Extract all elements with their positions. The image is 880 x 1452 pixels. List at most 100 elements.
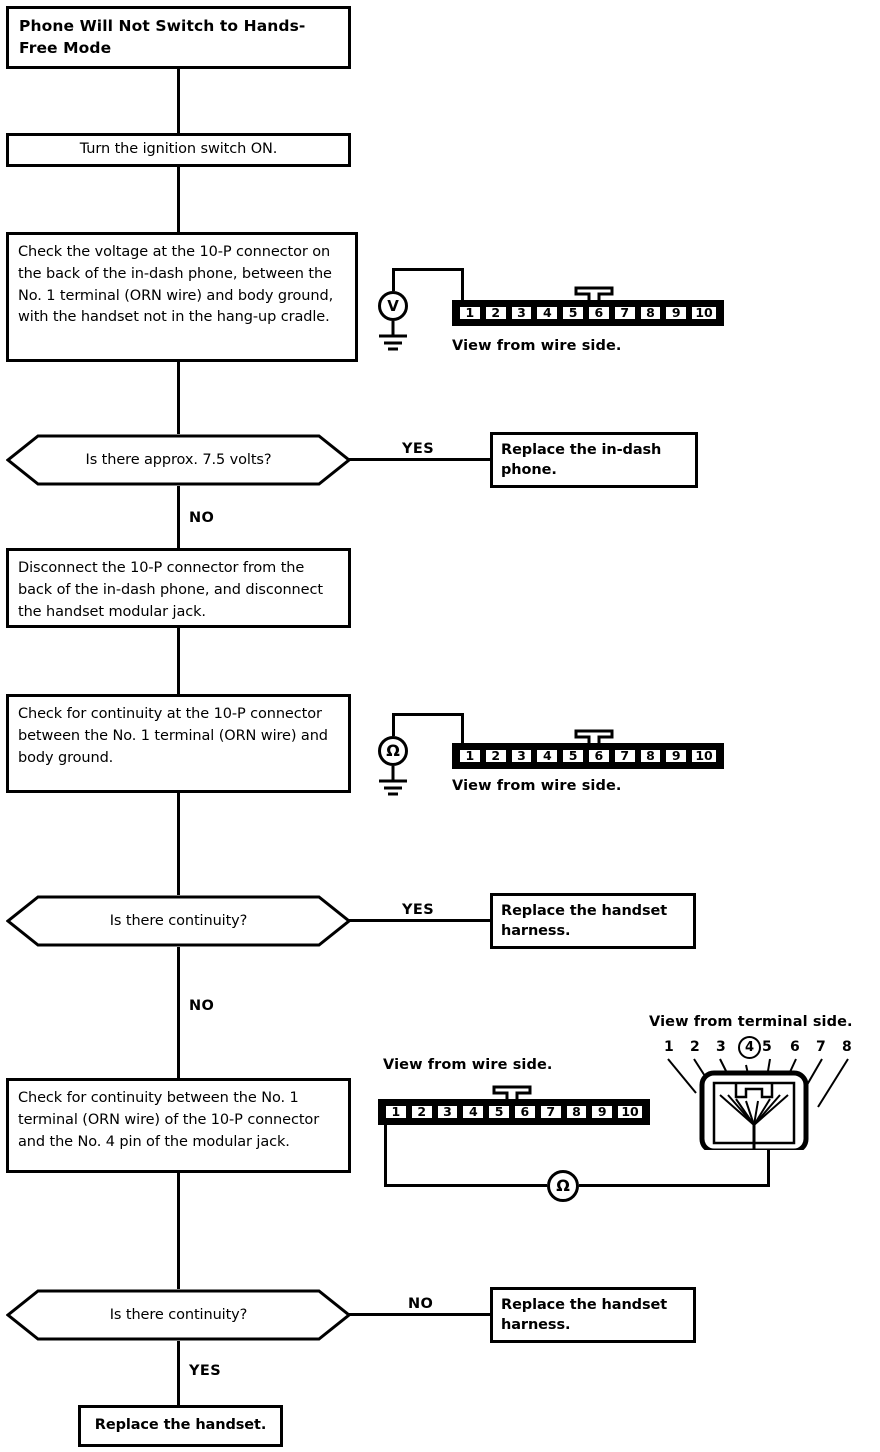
step-check-continuity-ground-box: Check for continuity at the 10-P connect… <box>6 694 351 793</box>
ohmmeter-ground-caption: View from wire side. <box>452 778 622 794</box>
step-check-continuity-ground-text: Check for continuity at the 10-P connect… <box>18 706 328 766</box>
branch-continuity1-yes-line <box>349 919 492 922</box>
connector-pin: 2 <box>483 748 508 764</box>
ohmmeter-connector-latch-icon <box>572 727 616 748</box>
decision-continuity-1-label: Is there continuity? <box>109 913 248 929</box>
connector-pin: 1 <box>384 1104 408 1120</box>
ohmmeter-letter: Ω <box>386 741 400 760</box>
connector-pin: 2 <box>409 1104 434 1120</box>
connector-pin: 3 <box>435 1104 460 1120</box>
connector-disconnect-to-continuity <box>177 628 180 694</box>
connector-pin: 4 <box>535 748 560 764</box>
result-replace-harness-2-text: Replace the handset harness. <box>501 1297 668 1333</box>
connector-pin: 1 <box>458 748 482 764</box>
connector-pin: 7 <box>538 1104 563 1120</box>
connector-pin: 5 <box>561 305 585 321</box>
connector-pin: 10 <box>690 305 718 321</box>
voltmeter-caption: View from wire side. <box>452 338 622 354</box>
connector-pin: 8 <box>638 305 663 321</box>
ohmmeter-symbol: Ω <box>378 736 408 766</box>
jack-figure-lead-right-vertical <box>767 1120 770 1187</box>
decision-continuity-2: Is there continuity? <box>6 1289 351 1341</box>
result-replace-harness-1-text: Replace the handset harness. <box>501 903 668 939</box>
result-replace-harness-1-box: Replace the handset harness. <box>490 893 696 949</box>
step-disconnect-text: Disconnect the 10-P connector from the b… <box>18 560 323 620</box>
voltmeter-lead-vertical <box>392 268 395 291</box>
decision-voltage: Is there approx. 7.5 volts? <box>6 434 351 486</box>
connector-pin: 4 <box>535 305 560 321</box>
result-replace-harness-2-box: Replace the handset harness. <box>490 1287 696 1343</box>
result-replace-handset-box: Replace the handset. <box>78 1405 283 1447</box>
branch-voltage-no-label: NO <box>189 510 215 526</box>
connector-title-to-ignition <box>177 69 180 133</box>
jack-pin-label-8: 8 <box>842 1039 852 1055</box>
step-check-continuity-jack-text: Check for continuity between the No. 1 t… <box>18 1090 320 1150</box>
jack-pin-label-4-highlighted: 4 <box>738 1036 761 1059</box>
voltmeter-connector-strip: 1 2 3 4 5 6 7 8 9 10 <box>452 300 724 326</box>
step-ignition-box: Turn the ignition switch ON. <box>6 133 351 167</box>
step-check-continuity-jack-box: Check for continuity between the No. 1 t… <box>6 1078 351 1173</box>
voltmeter-connector-latch-icon <box>572 284 616 305</box>
connector-pin: 10 <box>616 1104 644 1120</box>
branch-continuity1-no-line <box>177 947 180 1078</box>
branch-continuity2-no-line <box>349 1313 492 1316</box>
connector-pin: 7 <box>612 748 637 764</box>
connector-pin: 7 <box>612 305 637 321</box>
step-ignition-text: Turn the ignition switch ON. <box>79 141 278 158</box>
connector-pin: 9 <box>590 1104 615 1120</box>
result-replace-handset-text: Replace the handset. <box>94 1417 267 1434</box>
connector-continuity-to-decision2 <box>177 793 180 895</box>
ohmmeter-lead-vertical <box>392 713 395 736</box>
branch-continuity2-yes-label: YES <box>189 1363 222 1379</box>
connector-pin: 5 <box>487 1104 511 1120</box>
voltmeter-ground-icon <box>372 321 414 353</box>
jack-pin-label-3: 3 <box>716 1039 726 1055</box>
ohmmeter-lead-horizontal <box>392 713 464 716</box>
jack-pin-label-7: 7 <box>816 1039 826 1055</box>
connector-pin: 3 <box>509 305 534 321</box>
jack-pin-label-6: 6 <box>790 1039 800 1055</box>
jack-figure-connector-strip: 1 2 3 4 5 6 7 8 9 10 <box>378 1099 650 1125</box>
branch-voltage-yes-label: YES <box>402 441 435 457</box>
jack-pin-label-5: 5 <box>762 1039 772 1055</box>
connector-pin: 9 <box>664 305 689 321</box>
ohmmeter-lead-down-to-pin <box>461 713 464 746</box>
voltmeter-symbol: V <box>378 291 408 321</box>
connector-pin: 6 <box>512 1104 537 1120</box>
voltmeter-letter: V <box>387 296 399 315</box>
voltmeter-lead-horizontal <box>392 268 464 271</box>
jack-pin-label-2: 2 <box>690 1039 700 1055</box>
result-replace-phone-box: Replace the in-dash phone. <box>490 432 698 488</box>
connector-pin: 6 <box>586 305 611 321</box>
connector-pin: 8 <box>564 1104 589 1120</box>
ohmmeter-ground-icon <box>372 766 414 798</box>
decision-continuity-1: Is there continuity? <box>6 895 351 947</box>
jack-figure-connector-latch-icon <box>490 1083 534 1104</box>
title-box: Phone Will Not Switch to Hands-Free Mode <box>6 6 351 69</box>
connector-pin: 6 <box>586 748 611 764</box>
step-disconnect-box: Disconnect the 10-P connector from the b… <box>6 548 351 628</box>
title-text: Phone Will Not Switch to Hands-Free Mode <box>19 17 306 57</box>
branch-continuity1-no-label: NO <box>189 998 215 1014</box>
jack-figure-lead-bottom-right <box>579 1184 770 1187</box>
connector-pin: 2 <box>483 305 508 321</box>
connector-voltage-to-decision1 <box>177 362 180 434</box>
jack-figure-lead-bottom-left <box>384 1184 547 1187</box>
jack-figure-lead-left-vertical <box>384 1125 387 1187</box>
connector-pin: 3 <box>509 748 534 764</box>
step-check-voltage-box: Check the voltage at the 10-P connector … <box>6 232 358 362</box>
branch-voltage-no-line <box>177 486 180 548</box>
jack-pin-label-1: 1 <box>664 1039 674 1055</box>
modular-jack-icon <box>640 1055 870 1154</box>
connector-pin: 9 <box>664 748 689 764</box>
branch-continuity2-yes-line <box>177 1341 180 1405</box>
ohmmeter-connector-strip: 1 2 3 4 5 6 7 8 9 10 <box>452 743 724 769</box>
connector-pin: 1 <box>458 305 482 321</box>
jack-figure-wire-side-caption: View from wire side. <box>383 1057 553 1073</box>
jack-figure-terminal-side-caption: View from terminal side. <box>649 1014 853 1030</box>
branch-voltage-yes-line <box>349 458 492 461</box>
connector-pin: 8 <box>638 748 663 764</box>
decision-continuity-2-label: Is there continuity? <box>109 1307 248 1323</box>
branch-continuity2-no-label: NO <box>408 1296 434 1312</box>
connector-pin: 4 <box>461 1104 486 1120</box>
